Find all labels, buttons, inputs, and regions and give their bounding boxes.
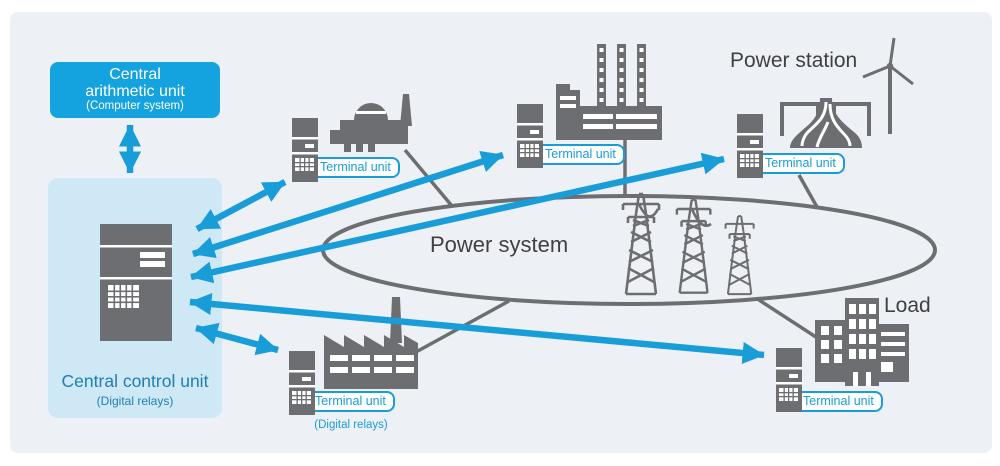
power-station-label: Power station — [730, 49, 858, 72]
terminal-unit-label: Terminal unit — [311, 157, 400, 178]
load-buildings-icon — [813, 292, 913, 386]
central-control-unit-subtitle: (Digital relays) — [96, 394, 174, 408]
terminal-server-icon — [737, 114, 763, 178]
terminal-unit-label: Terminal unit — [756, 153, 845, 174]
terminal-unit-sublabel: (Digital relays) — [314, 419, 388, 431]
central-control-unit-title: Central control unit — [61, 371, 209, 391]
terminal-server-icon — [292, 118, 318, 182]
thermal-plant-icon — [550, 44, 662, 142]
nuclear-plant-icon — [326, 92, 430, 152]
terminal-unit-label: Terminal unit — [536, 144, 625, 165]
control-server-icon — [100, 224, 172, 341]
central-arithmetic-unit-box: Central arithmetic unit (Computer system… — [50, 62, 220, 118]
terminal-unit-label: Terminal unit — [794, 391, 883, 412]
terminal-server-icon — [289, 351, 315, 415]
terminal-unit-label: Terminal unit — [306, 391, 395, 412]
terminal-server-icon — [517, 104, 543, 168]
terminal-server-icon — [776, 348, 802, 412]
central-arithmetic-unit-title: Central arithmetic unit — [85, 66, 185, 100]
central-arithmetic-unit-subtitle: (Computer system) — [86, 100, 184, 112]
power-system-label: Power system — [430, 232, 569, 257]
wind-turbine-icon — [852, 36, 924, 136]
factory-icon — [322, 297, 422, 391]
